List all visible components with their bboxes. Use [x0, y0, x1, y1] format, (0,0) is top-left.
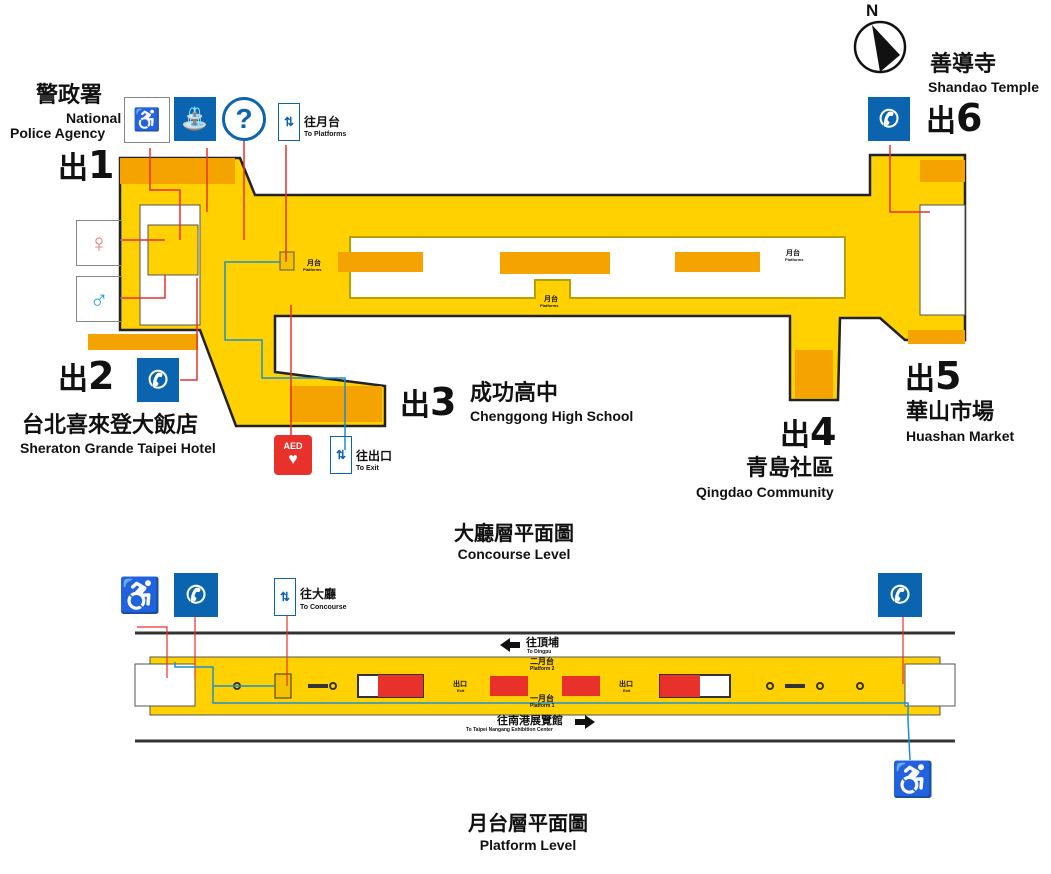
aed-icon: AED♥: [274, 435, 312, 475]
platforms-label: 月台: [307, 259, 321, 267]
platforms-label: 月台: [786, 249, 800, 257]
exit-en-label: Exit: [457, 688, 465, 693]
platforms-en-label: Platforms: [785, 257, 804, 262]
escalator-east: [675, 252, 760, 272]
to-concourse-en-label: To Concourse: [300, 604, 347, 611]
concourse-title-en: Concourse Level: [457, 546, 571, 562]
arrow-right-icon: [575, 715, 595, 729]
telephone-icon: ✆: [878, 573, 922, 617]
restroom-area: [147, 224, 199, 276]
exit2-escalator: [88, 334, 198, 350]
platform1-label: 一月台: [530, 694, 554, 703]
exit6-name-zh: 善導寺: [930, 52, 997, 77]
information-icon: ?: [222, 97, 266, 141]
exit6-name-en: Shandao Temple: [928, 79, 1039, 95]
exit4-name-zh: 青島社區: [746, 456, 835, 481]
to-nangang-en-label: To Taipei Nangang Exhibition Center: [466, 727, 553, 733]
to-dingpu-en-label: To Dingpu: [527, 649, 552, 655]
exit5-name-en: Huashan Market: [906, 428, 1015, 444]
exit4-sign: 出4: [780, 410, 836, 454]
exit1-name-en: National: [66, 110, 122, 126]
exit5-escalator: [908, 330, 965, 344]
elevator-platform: [274, 673, 292, 699]
exit6-escalator: [920, 160, 965, 182]
platform-title-zh: 月台層平面圖: [468, 811, 588, 835]
escalator-center: [500, 252, 610, 274]
exit2-sign: 出2: [58, 354, 114, 398]
exit3-escalator: [290, 386, 382, 422]
exit-label: 出口: [453, 680, 467, 688]
wheelchair-icon: ♿: [118, 577, 162, 615]
platforms-en-label: Platforms: [303, 267, 322, 272]
elevator-icon: ⇅: [330, 436, 352, 474]
exit1-escalator: [120, 158, 235, 184]
exit6-sign: 出6: [926, 96, 982, 140]
to-exit-label: 往出口: [356, 449, 393, 463]
to-dingpu-label: 往頂埔: [526, 636, 559, 649]
exit1-name-zh: 警政署: [36, 83, 103, 108]
restroom-accessible-icon: ♿: [124, 97, 170, 143]
exit5-sign: 出5: [905, 354, 961, 398]
elevator-icon: ⇅: [278, 103, 300, 141]
telephone-icon: ✆: [868, 97, 910, 141]
exit1-name-en-2: Police Agency: [10, 125, 106, 141]
platform2-label: 二月台: [530, 657, 554, 666]
exit4-escalator: [795, 350, 833, 398]
male-restroom-icon: ♂: [76, 276, 122, 322]
exit1-sign: 出1: [58, 143, 114, 187]
to-exit-en-label: To Exit: [356, 465, 379, 472]
exit2-name-en: Sheraton Grande Taipei Hotel: [20, 440, 216, 456]
elevator-concourse: [279, 251, 295, 271]
concourse-title-zh: 大廳層平面圖: [454, 521, 574, 545]
telephone-icon: ✆: [174, 573, 218, 617]
wheelchair-icon: ♿: [891, 761, 935, 799]
telephone-icon: ✆: [137, 358, 179, 402]
platforms-label: 月台: [544, 295, 558, 303]
concourse-floor: [118, 153, 967, 428]
arrow-left-icon: [500, 638, 520, 652]
platform-title-en: Platform Level: [479, 837, 577, 853]
drinking-fountain-icon: ⛲: [174, 97, 216, 141]
right-block: [919, 204, 966, 316]
to-platforms-label: 往月台: [304, 115, 341, 129]
exit-en-label: Exit: [623, 688, 631, 693]
platform1-en-label: Platform 1: [530, 703, 555, 709]
exit3-sign: 出3: [400, 380, 456, 424]
exit-label: 出口: [619, 680, 633, 688]
female-restroom-icon: ♀: [76, 220, 122, 266]
platforms-en-label: Platforms: [540, 303, 559, 308]
exit3-name-en: Chenggong High School: [470, 408, 634, 424]
platform2-en-label: Platform 2: [530, 666, 555, 672]
to-concourse-label: 往大廳: [300, 587, 337, 601]
exit3-name-zh: 成功高中: [470, 381, 559, 406]
exit5-name-zh: 華山市場: [906, 400, 995, 425]
exit4-name-en: Qingdao Community: [696, 484, 834, 500]
escalator-west: [338, 252, 423, 272]
aed-label: AED: [283, 441, 303, 451]
compass-north-label: N: [866, 1, 879, 20]
exit2-name-zh: 台北喜來登大飯店: [22, 413, 199, 438]
to-platforms-en-label: To Platforms: [304, 131, 347, 138]
to-nangang-label: 往南港展覽館: [497, 714, 563, 727]
elevator-icon: ⇅: [274, 578, 296, 616]
